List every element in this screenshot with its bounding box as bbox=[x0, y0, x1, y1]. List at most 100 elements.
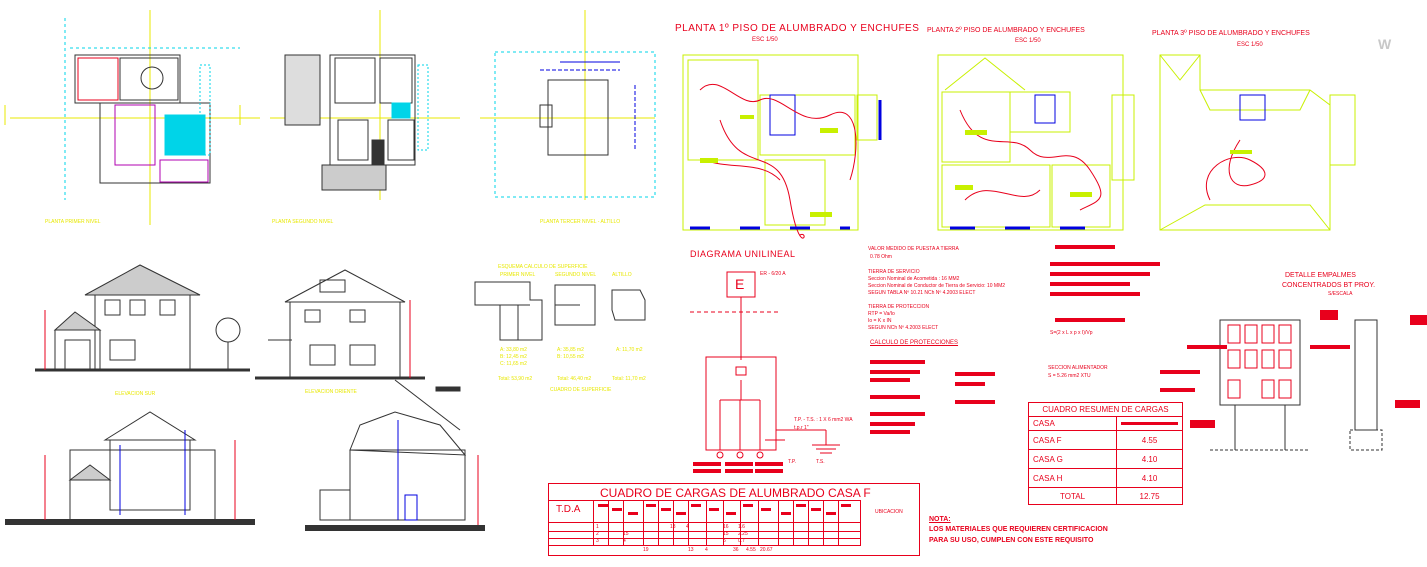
grid-line bbox=[548, 500, 549, 546]
nota-line-2: PARA SU USO, CUMPLEN CON ESTE REQUISITO bbox=[929, 537, 1094, 544]
grid-line bbox=[658, 500, 659, 546]
nota-label: NOTA: bbox=[929, 516, 951, 523]
header-bar bbox=[781, 512, 791, 515]
tierra-proteccion-2: Io = K x IN bbox=[868, 318, 892, 324]
tp-label: T.P. bbox=[788, 459, 796, 465]
elevacion-oriente-label: ELEVACION ORIENTE bbox=[305, 389, 357, 395]
tierra-proteccion-1: RTP = Va/Io bbox=[868, 311, 895, 317]
header-bar bbox=[612, 508, 622, 511]
detalle-empalmes bbox=[1210, 319, 1383, 451]
grid-line bbox=[823, 500, 824, 546]
header-bar bbox=[726, 512, 736, 515]
total-2: Total: 46,40 m2 bbox=[557, 376, 592, 382]
cuadro-resumen-title: CUADRO RESUMEN DE CARGAS bbox=[1028, 402, 1183, 417]
planta-1-title: PLANTA 1º PISO DE ALUMBRADO Y ENCHUFES bbox=[675, 23, 920, 34]
header-bar bbox=[598, 504, 608, 507]
table-cell: 4 bbox=[686, 524, 689, 530]
diagrama-unilineal bbox=[690, 271, 840, 459]
sup-2-b: B: 10,55 m2 bbox=[557, 354, 584, 360]
grid-line bbox=[673, 500, 674, 546]
total-3: Total: 11,70 m2 bbox=[612, 376, 646, 382]
table-cell: 15 bbox=[623, 531, 629, 537]
planta-3-scale: ESC 1/50 bbox=[1237, 42, 1263, 48]
header-bar bbox=[761, 508, 771, 511]
planta-primer-nivel bbox=[4, 10, 260, 225]
header-bar bbox=[661, 508, 671, 511]
casa-value: 4.55 bbox=[1116, 430, 1183, 450]
total-cell: 4.55 bbox=[746, 547, 756, 553]
esquema-col-1: PRIMER NIVEL bbox=[500, 272, 536, 278]
planta-segundo-label: PLANTA SEGUNDO NIVEL bbox=[272, 219, 334, 225]
watermark-logo: W bbox=[1378, 36, 1392, 52]
grid-line bbox=[548, 538, 860, 539]
esquema-col-3: ALTILLO bbox=[612, 272, 632, 278]
s-escala: S/ESCALA bbox=[1328, 291, 1353, 297]
nota-line-1: LOS MATERIALES QUE REQUIEREN CERTIFICACI… bbox=[929, 526, 1108, 533]
corte-2 bbox=[305, 411, 485, 531]
grid-line bbox=[688, 500, 689, 546]
table-cell: 4 bbox=[623, 538, 626, 544]
table-cell: 2.25 bbox=[738, 531, 748, 537]
tablero-ref: ER - 6/20 A bbox=[760, 271, 786, 277]
casa-value: 4.10 bbox=[1116, 468, 1183, 488]
total-label: TOTAL bbox=[1027, 487, 1118, 505]
grid-line bbox=[548, 522, 860, 523]
esquema-superficie bbox=[474, 281, 646, 341]
grid-line bbox=[608, 500, 609, 546]
planta-electrica-2 bbox=[937, 54, 1135, 231]
sup-2-a: A: 35,85 m2 bbox=[557, 347, 584, 353]
planta-tercer-label: PLANTA TERCER NIVEL - ALTILLO bbox=[540, 219, 621, 225]
header-bar bbox=[826, 512, 836, 515]
grid-line bbox=[548, 531, 860, 532]
table-cell: 15 bbox=[723, 531, 729, 537]
tp-tubo-label: t.p.r 1" bbox=[794, 425, 809, 431]
seccion-alimentador: SECCION ALIMENTADOR bbox=[1048, 365, 1108, 371]
grid-line bbox=[808, 500, 809, 546]
casa-name: CASA G bbox=[1027, 449, 1118, 469]
header-bar bbox=[628, 512, 638, 515]
planta-3-title: PLANTA 3º PISO DE ALUMBRADO Y ENCHUFES bbox=[1152, 30, 1310, 37]
header-bar bbox=[691, 504, 701, 507]
tierra-proteccion-3: SEGUN NCh Nº 4.2003 ELECT bbox=[868, 325, 939, 331]
grid-line bbox=[838, 500, 839, 546]
table-cell: 13 bbox=[670, 524, 676, 530]
header-bar bbox=[709, 508, 719, 511]
tierra-servicio: TIERRA DE SERVICIO bbox=[868, 269, 920, 275]
elevacion-oriente bbox=[255, 269, 461, 431]
esquema-col-2: SEGUNDO NIVEL bbox=[555, 272, 597, 278]
table-cell: 1.6 bbox=[738, 524, 745, 530]
planta-electrica-3 bbox=[1159, 54, 1356, 231]
tablero-letter: E bbox=[735, 276, 745, 292]
grid-line bbox=[778, 500, 779, 546]
seccion-valor: S = 5.26 mm2 XTU bbox=[1048, 373, 1091, 379]
table-cell: 0.7 bbox=[738, 538, 745, 544]
calculo-protecciones: CALCULO DE PROTECCIONES bbox=[870, 340, 959, 346]
formula: S=(2 x L x p x I)/Vp bbox=[1050, 330, 1093, 336]
corte-1 bbox=[5, 411, 255, 525]
header-bar bbox=[796, 504, 806, 507]
grid-line bbox=[723, 500, 724, 546]
sup-1-a: A: 33,80 m2 bbox=[500, 347, 527, 353]
table-cell: 16 bbox=[723, 524, 729, 530]
header-bar bbox=[811, 508, 821, 511]
tp-ts-label: T.P. - T.S. : 1 X 6 mm2 WA bbox=[794, 417, 853, 423]
grid-line bbox=[860, 500, 861, 546]
casa-value: 4.10 bbox=[1116, 449, 1183, 469]
table-cell: 5 bbox=[723, 538, 726, 544]
total-value: 12.75 bbox=[1116, 487, 1183, 505]
casa-name: CASA F bbox=[1027, 430, 1118, 450]
elevacion-sur-label: ELEVACION SUR bbox=[115, 391, 156, 397]
total-cell: 19 bbox=[643, 547, 649, 553]
planta-primer-label: PLANTA PRIMER NIVEL bbox=[45, 219, 101, 225]
casa-name: CASA H bbox=[1027, 468, 1118, 488]
table-cell: 1 bbox=[596, 524, 599, 530]
grid-line bbox=[623, 500, 624, 546]
sup-3-a: A: 11,70 m2 bbox=[616, 347, 643, 353]
total-cell: 13 bbox=[688, 547, 694, 553]
grid-line bbox=[548, 545, 860, 546]
